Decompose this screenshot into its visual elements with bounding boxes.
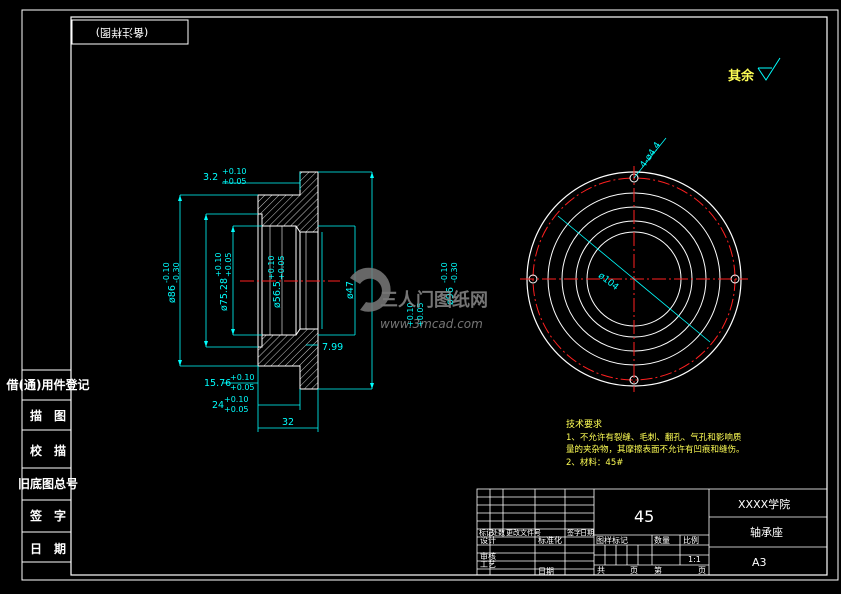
tb-design: 设计 — [480, 535, 496, 545]
dim-phi47-tol-up: +0.10 — [406, 302, 415, 327]
dim-phi96-tol-up: -0.10 — [440, 262, 449, 283]
side-label-3: 旧底图总号 — [18, 476, 78, 491]
tb-school: XXXX学院 — [738, 497, 790, 511]
title-block — [476, 488, 828, 576]
tb-sheet-2: 第 — [654, 565, 662, 575]
tb-date: 日期 — [538, 567, 554, 576]
dim-3-2-tol-low: +0.05 — [222, 177, 247, 186]
dim-holes: 4-ø4.4 — [639, 140, 664, 170]
tech-req-line-2: 量的夹杂物，其摩擦表面不允许有凹痕和缝伤。 — [566, 444, 745, 455]
tb-scale: 1:1 — [688, 555, 701, 564]
side-label-5: 日 期 — [30, 541, 66, 556]
tb-sheet-size: A3 — [752, 556, 767, 569]
side-registration-table: 借(通)用件登记 描 图 校 描 旧底图总号 签 字 日 期 — [6, 369, 90, 563]
dim-phi47-tol-low: +0.05 — [416, 302, 425, 327]
tb-standardize: 标准化 — [538, 535, 562, 545]
tb-mid-header-2: 比例 — [683, 535, 699, 545]
watermark: 三人门图纸网 www.3mcad.com — [350, 267, 488, 331]
top-tag-text: (备注样图) — [96, 26, 149, 40]
watermark-logo-icon — [350, 267, 391, 312]
dim-15-76-tol-low: +0.05 — [230, 383, 255, 392]
tb-sheet-3: 页 — [698, 566, 706, 575]
dim-phi96-tol-low: -0.30 — [450, 262, 459, 283]
tb-header-1: 处数 — [491, 528, 505, 537]
tech-req-line-1: 1、不允许有裂缝、毛刺、翻孔、气孔和影响质 — [566, 432, 742, 443]
side-label-1: 描 图 — [30, 408, 66, 423]
dim-phi56-tol-up: +0.10 — [267, 255, 276, 280]
dim-phi56-tol-low: +0.05 — [277, 255, 286, 280]
tb-mid-header-0: 图样标记 — [596, 535, 628, 545]
title-block-texts: 标记 处数 更改文件号 签字 日期 设计 标准化 审核 工艺 日期 45 图样标… — [479, 497, 790, 576]
tb-part-name: 轴承座 — [750, 525, 783, 539]
dim-phi86-tol-up: -0.10 — [162, 262, 171, 283]
dim-3-2: 3.2 — [203, 172, 218, 183]
tb-material: 45 — [634, 507, 654, 526]
tech-req-line-3: 2、材料：45# — [566, 457, 623, 468]
dim-15-76-tol-up: +0.10 — [230, 373, 255, 382]
tb-process: 工艺 — [480, 560, 496, 569]
dim-phi96: ø96 — [445, 287, 456, 305]
tb-header-2: 更改文件号 — [506, 528, 541, 537]
dim-24-tol-low: +0.05 — [224, 405, 249, 414]
dim-phi86-tol-low: -0.30 — [172, 262, 181, 283]
dim-phi75-tol-up: +0.10 — [214, 252, 223, 277]
inner-frame — [70, 16, 828, 576]
tech-req-title: 技术要求 — [566, 418, 602, 430]
roughness-symbol: 其余 — [728, 57, 781, 84]
front-view: 4-ø4.4 ø104 — [520, 137, 748, 392]
dim-3-2-tol-up: +0.10 — [222, 167, 247, 176]
tb-header-4: 日期 — [580, 529, 594, 537]
section-upper-body — [257, 171, 319, 233]
side-label-2: 校 描 — [30, 443, 66, 458]
tb-header-0: 标记 — [479, 528, 493, 537]
top-tag-box — [71, 19, 189, 45]
section-view — [240, 171, 340, 390]
tb-sheet-0: 共 — [597, 566, 605, 575]
dim-phi86: ø86 — [167, 285, 178, 303]
dim-phi75: ø75.28 — [219, 278, 230, 311]
side-label-4: 签 字 — [29, 508, 66, 523]
tb-mid-header-1: 数量 — [654, 535, 670, 545]
watermark-brand: 三人门图纸网 — [380, 289, 488, 311]
outer-frame — [21, 9, 839, 581]
dim-24-tol-up: +0.10 — [224, 395, 249, 404]
roughness-label: 其余 — [728, 68, 755, 84]
dim-phi47: ø47 — [345, 281, 356, 299]
dim-phi75-tol-low: +0.05 — [224, 252, 233, 277]
watermark-url: www.3mcad.com — [380, 317, 483, 331]
dim-24: 24 — [212, 400, 224, 411]
section-lower-body — [257, 328, 319, 390]
side-label-0: 借(通)用件登记 — [6, 377, 90, 392]
tb-sheet-1: 页 — [630, 566, 638, 575]
dim-32: 32 — [282, 417, 294, 428]
dim-phi104: ø104 — [596, 271, 620, 293]
dim-phi56: ø56.5 — [272, 281, 283, 308]
section-dim-texts: 3.2 +0.10 +0.05 ø86 -0.10 -0.30 ø75.28 +… — [162, 167, 459, 428]
dim-7-99: 7.99 — [322, 342, 343, 353]
technical-requirements: 技术要求 1、不允许有裂缝、毛刺、翻孔、气孔和影响质 量的夹杂物，其摩擦表面不允… — [566, 418, 745, 468]
tb-header-3: 签字 — [567, 528, 581, 537]
tb-check: 审核 — [480, 551, 496, 561]
dim-15-76: 15.76 — [204, 378, 231, 389]
